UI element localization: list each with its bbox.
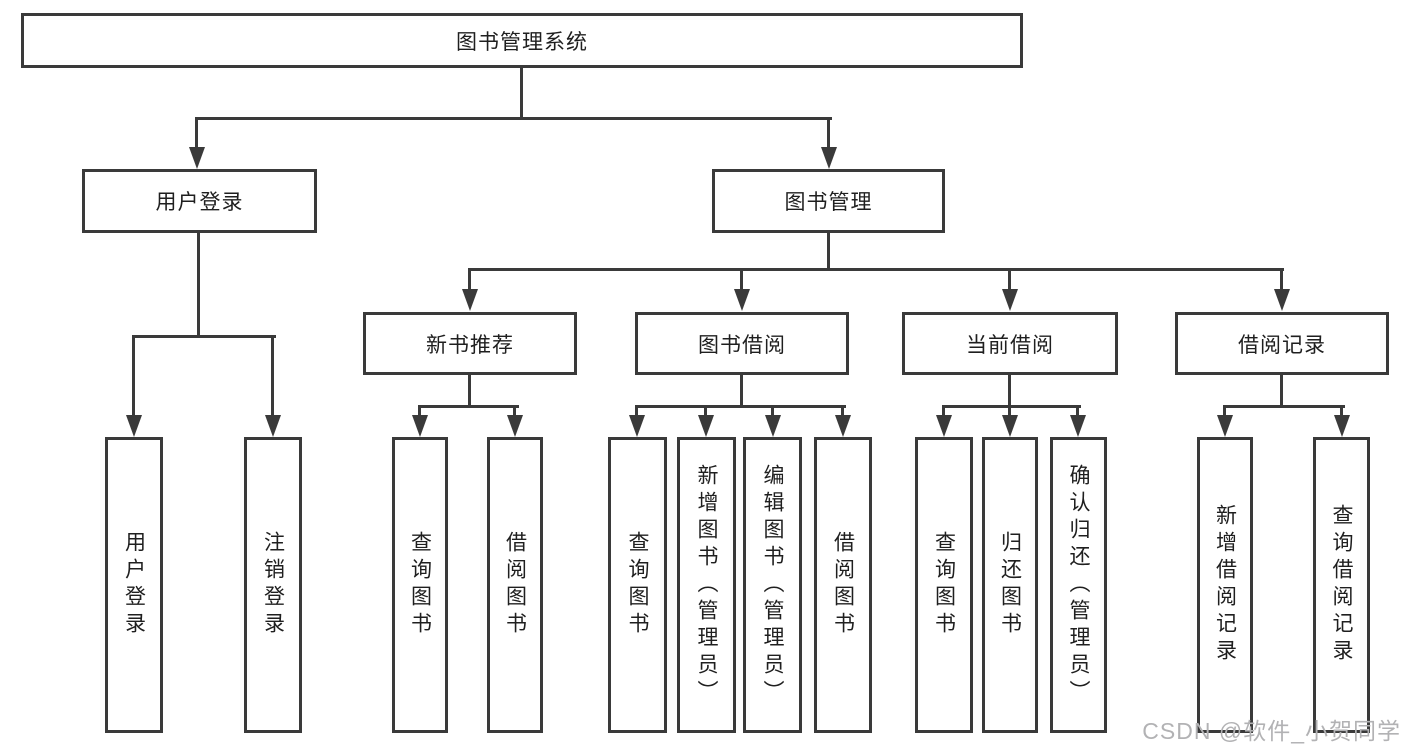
leaf-bb-add-books: 新增图书（管理员） [677,437,736,733]
connector-root-split [195,117,832,120]
node-borrow-records-label: 借阅记录 [1238,333,1326,357]
connector-borrow-records-split [1223,405,1345,408]
connector-stem-book-borrow [740,268,743,290]
leaf-user-login: 用户登录 [105,437,163,733]
leaf-nb-borrow-books: 借阅图书 [487,437,543,733]
connector-stem-nb-borrow [513,405,516,417]
connector-book-borrow-split [635,405,846,408]
connector-stem-cb-query [942,405,945,417]
arrowhead-book-borrow [734,289,750,311]
node-root: 图书管理系统 [21,13,1023,68]
leaf-bb-query-books: 查询图书 [608,437,667,733]
connector-book-mgmt-stem [827,233,830,271]
arrowhead-bb-edit [765,415,781,437]
connector-stem-cb-return [1008,405,1011,417]
arrowhead-user-login [189,147,205,169]
connector-stem-book-mgmt [827,117,830,148]
arrowhead-current-borrow [1002,289,1018,311]
csdn-watermark: CSDN @软件_小贺同学 [1142,718,1401,744]
connector-stem-cb-confirm [1076,405,1079,417]
connector-new-books-split [418,405,519,408]
leaf-bb-add-books-label: 新增图书（管理员） [695,463,718,707]
arrowhead-bb-query [629,415,645,437]
leaf-cb-query-books: 查询图书 [915,437,973,733]
leaf-bb-query-books-label: 查询图书 [626,531,649,639]
leaf-logout-label: 注销登录 [261,531,285,639]
arrowhead-book-mgmt [821,147,837,169]
leaf-cb-confirm-return: 确认归还（管理员） [1050,437,1107,733]
arrowhead-br-add [1217,415,1233,437]
connector-stem-borrow-records [1280,268,1283,290]
node-book-borrow: 图书借阅 [635,312,849,375]
leaf-cb-confirm-return-label: 确认归还（管理员） [1067,463,1090,707]
leaf-br-add-record: 新增借阅记录 [1197,437,1253,733]
connector-user-login-split [132,335,276,338]
leaf-cb-return-books-label: 归还图书 [998,531,1022,639]
connector-book-borrow-stem [740,375,743,407]
connector-stem-bb-borrow [841,405,844,417]
arrowhead-cb-confirm [1070,415,1086,437]
node-book-borrow-label: 图书借阅 [698,333,786,357]
node-new-books: 新书推荐 [363,312,577,375]
node-book-mgmt-label: 图书管理 [784,191,873,214]
connector-stem-bb-edit [771,405,774,417]
connector-stem-current-borrow [1008,268,1011,290]
connector-book-mgmt-split [468,268,1284,271]
connector-new-books-stem [468,375,471,407]
arrowhead-cb-query [936,415,952,437]
connector-borrow-records-stem [1280,375,1283,407]
connector-root-stem [520,68,523,118]
arrowhead-borrow-records [1274,289,1290,311]
leaf-br-add-record-label: 新增借阅记录 [1213,504,1237,666]
connector-current-borrow-stem [1008,375,1011,407]
arrowhead-leaf-logout [265,415,281,437]
arrowhead-leaf-login [126,415,142,437]
node-root-label: 图书管理系统 [456,30,588,54]
leaf-bb-edit-books-label: 编辑图书（管理员） [761,463,784,707]
node-user-login: 用户登录 [82,169,317,233]
leaf-nb-query-books-label: 查询图书 [408,531,432,639]
leaf-br-query-record: 查询借阅记录 [1313,437,1370,733]
node-current-borrow: 当前借阅 [902,312,1118,375]
node-user-login-label: 用户登录 [155,191,244,214]
connector-stem-nb-query [418,405,421,417]
connector-stem-leaf-login [132,335,135,417]
leaf-nb-query-books: 查询图书 [392,437,448,733]
connector-stem-new-books [468,268,471,290]
connector-stem-br-add [1223,405,1226,417]
arrowhead-nb-query [412,415,428,437]
connector-stem-bb-add [704,405,707,417]
arrowhead-bb-borrow [835,415,851,437]
arrowhead-nb-borrow [507,415,523,437]
leaf-br-query-record-label: 查询借阅记录 [1330,504,1353,666]
leaf-user-login-label: 用户登录 [122,531,146,639]
leaf-nb-borrow-books-label: 借阅图书 [503,531,527,639]
connector-user-login-stem [197,233,200,337]
arrowhead-cb-return [1002,415,1018,437]
node-book-mgmt: 图书管理 [712,169,945,233]
node-borrow-records: 借阅记录 [1175,312,1389,375]
leaf-bb-borrow-books-label: 借阅图书 [831,531,855,639]
connector-stem-bb-query [635,405,638,417]
arrowhead-br-query [1334,415,1350,437]
leaf-bb-borrow-books: 借阅图书 [814,437,872,733]
connector-stem-br-query [1340,405,1343,417]
arrowhead-bb-add [698,415,714,437]
node-new-books-label: 新书推荐 [426,333,514,357]
node-current-borrow-label: 当前借阅 [966,333,1054,357]
connector-stem-leaf-logout [271,335,274,417]
leaf-cb-return-books: 归还图书 [982,437,1038,733]
leaf-cb-query-books-label: 查询图书 [932,531,956,639]
leaf-logout: 注销登录 [244,437,302,733]
connector-stem-user-login [195,117,198,148]
leaf-bb-edit-books: 编辑图书（管理员） [743,437,802,733]
arrowhead-new-books [462,289,478,311]
connector-current-borrow-split [942,405,1081,408]
